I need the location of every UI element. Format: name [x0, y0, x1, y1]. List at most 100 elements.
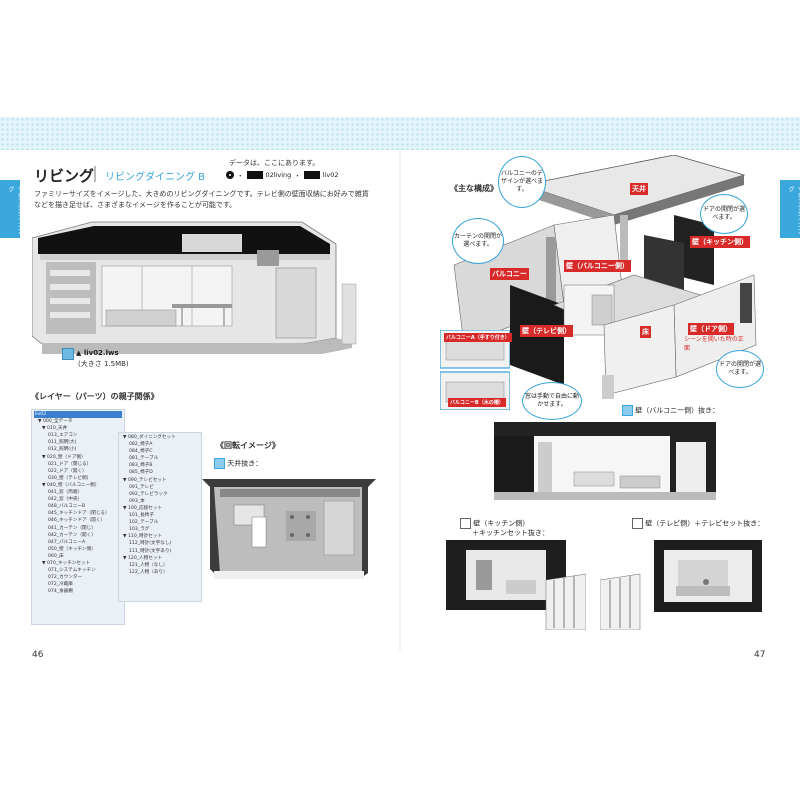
label-wall-balcony: 壁（バルコニー側）: [564, 260, 631, 272]
tree-item[interactable]: 084_椅子C: [129, 449, 153, 455]
label-balcony-b: バルコニーB（木の柵）: [448, 398, 506, 407]
tree-item[interactable]: 103_ラグ: [129, 527, 150, 533]
section2-caption-line1: 壁（キッチン側）: [473, 519, 530, 528]
bubble-door-top: ドアの開閉が選べます。: [700, 194, 748, 234]
tree-item[interactable]: 111_時計(文字あり): [129, 548, 172, 554]
spine-label: リビングダイニング: [787, 186, 800, 234]
cube-icon: [214, 458, 225, 469]
folder-icon: [303, 171, 320, 179]
tree-item[interactable]: 112_時計(文字なし): [129, 541, 172, 547]
tree-item[interactable]: 074_食器棚: [48, 589, 73, 595]
cube-icon: [632, 518, 643, 529]
tree-item[interactable]: ▼ 090_テレビセット: [123, 477, 167, 483]
tree-item[interactable]: 011_照明(大): [48, 440, 77, 446]
tree-item[interactable]: ▼ 010_天井: [42, 426, 68, 432]
tree-item[interactable]: 072_カウンター: [48, 575, 83, 581]
tree-item[interactable]: 013_エアコン: [48, 433, 78, 439]
section2-render: [446, 540, 586, 630]
section3-caption: 壁（テレビ側）＋テレビセット抜き：: [632, 518, 764, 529]
folder-icon: [246, 171, 263, 179]
tree-item[interactable]: 101_長椅子: [129, 513, 154, 519]
scene-note: シーンを開いた時の正面: [684, 336, 744, 352]
path-folder: 02living: [265, 171, 292, 179]
tree-item[interactable]: 060_床: [48, 553, 64, 559]
spine-label: リビングダイニング: [7, 186, 23, 234]
path-separator: ・: [294, 172, 301, 180]
page-number-right: 47: [754, 650, 766, 660]
tree-item[interactable]: ▼ 080_ダイニングセット: [123, 435, 176, 440]
tree-item[interactable]: 047_バルコニーA: [48, 539, 86, 545]
label-balcony: バルコニー: [490, 268, 529, 280]
tree-item[interactable]: 071_システムキッチン: [48, 568, 96, 574]
tree-item[interactable]: ▼ 120_人物セット: [123, 555, 163, 561]
tree-item[interactable]: 045_キッチンドア（閉じる）: [48, 511, 110, 517]
tree-item[interactable]: 092_テレビラック: [129, 491, 168, 497]
tree-item[interactable]: 012_照明(小): [48, 447, 77, 453]
section2-caption: 壁（キッチン側） ＋キッチンセット抜き：: [460, 518, 549, 538]
label-balcony-a: バルコニーA（手すり付き）: [444, 333, 512, 342]
tree-item[interactable]: ▼ 100_応接セット: [123, 505, 163, 511]
tree-item[interactable]: ▼ 110_時計セット: [123, 534, 163, 540]
disc-icon: [226, 171, 234, 179]
intro-text: ファミリーサイズをイメージした、大きめのリビングダイニングです。テレビ側の壁面収…: [34, 190, 369, 209]
tree-item[interactable]: 030_壁（テレビ側）: [48, 475, 92, 481]
label-wall-door: 壁（ドア側）: [688, 323, 734, 335]
tree-item[interactable]: 041_窓（両端）: [48, 490, 83, 496]
tree-item[interactable]: 022_ドア（開く）: [48, 468, 87, 474]
tree-item[interactable]: ▼ 070_キッチンセット: [42, 560, 91, 566]
tree-item[interactable]: 121_人物（なし）: [129, 562, 168, 568]
tree-item[interactable]: 091_テレビ: [129, 484, 154, 490]
tree-item[interactable]: 042_カーテン（開く）: [48, 532, 96, 538]
file-name-text: liv02.lws: [83, 349, 119, 357]
rotation-image: [202, 479, 376, 579]
tree-item[interactable]: 050_壁（キッチン側）: [48, 546, 96, 552]
data-path: ・ 02living ・ liv02: [226, 170, 339, 180]
label-wall-tv: 壁（テレビ側）: [520, 325, 573, 337]
right-spine-tab: リビングダイニング: [780, 180, 800, 238]
tree-item[interactable]: 102_テーブル: [129, 520, 159, 526]
tree-item[interactable]: 122_人物（あり）: [129, 569, 168, 575]
tree-item[interactable]: 093_本: [129, 498, 145, 504]
label-wall-kitchen: 壁（キッチン側）: [690, 236, 750, 248]
tree-item[interactable]: 085_椅子D: [129, 470, 153, 476]
tree-item[interactable]: 021_ドア（閉じる）: [48, 461, 92, 467]
label-floor: 床: [640, 326, 651, 338]
page-gutter: [399, 150, 401, 650]
header-band: [0, 117, 800, 150]
section1-caption-text: 壁（バルコニー側）抜き：: [635, 406, 720, 415]
section3-render: [600, 540, 762, 630]
label-ceiling: 天井: [630, 183, 648, 195]
file-size: (大きさ 1.5MB): [78, 360, 129, 368]
tree-item[interactable]: ▼ 020_壁（ドア側）: [42, 454, 86, 460]
tree-item[interactable]: 083_椅子B: [129, 463, 153, 469]
tree-item[interactable]: 082_椅子A: [129, 442, 153, 448]
cube-icon: [622, 405, 633, 416]
tree-item[interactable]: 072_冷蔵庫: [48, 582, 73, 588]
tree-item[interactable]: ▼ 000_全データ: [38, 419, 73, 425]
page-subtitle: リビングダイニング B: [105, 172, 206, 183]
tree-item[interactable]: 041_カーテン（閉じ）: [48, 525, 96, 531]
page-number-left: 46: [32, 650, 44, 660]
file-name: ▲ liv02.lws: [76, 349, 119, 357]
cube-icon: [460, 518, 471, 529]
living-room-render: [32, 221, 357, 354]
section3-caption-text: 壁（テレビ側）＋テレビセット抜き：: [645, 519, 765, 528]
tree-item[interactable]: 046_キッチンドア（開く）: [48, 518, 106, 524]
tree-item[interactable]: 048_バルコニーB: [48, 504, 86, 510]
exploded-room-illustration: [453, 155, 757, 399]
data-location-label: データは、ここにあります。: [229, 159, 320, 167]
tree-item[interactable]: 042_窓（中央）: [48, 497, 83, 503]
path-separator: ・: [237, 172, 244, 180]
tree-item[interactable]: ▼ 040_壁（バルコニー側）: [42, 482, 100, 488]
tree-item[interactable]: 081_テーブル: [129, 456, 159, 462]
section2-caption-line2: ＋キッチンセット抜き：: [472, 529, 549, 537]
bubble-balcony-design: バルコニーのデザインが選べます。: [498, 156, 546, 208]
bubble-window: 窓は手動で自由に動かせます。: [522, 382, 582, 420]
rotation-caption-text: 天井抜き：: [227, 459, 263, 468]
rotation-caption: 天井抜き：: [214, 458, 262, 469]
tree-item[interactable]: liv02: [34, 411, 122, 419]
hierarchy-title: 《レイヤー（パーツ）の親子関係》: [31, 392, 159, 401]
